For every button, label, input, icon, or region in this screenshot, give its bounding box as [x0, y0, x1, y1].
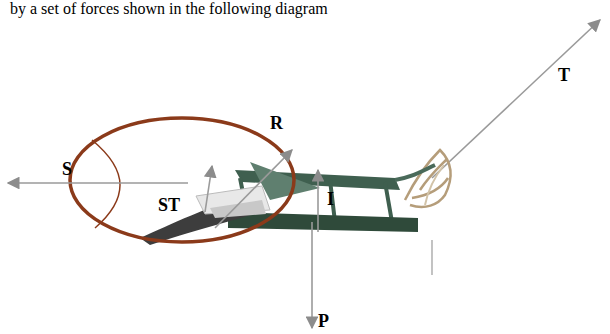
force-label: P [318, 312, 329, 330]
intro-text: by a set of forces shown in the followin… [10, 1, 328, 17]
force-label: I [327, 190, 334, 208]
force-label: R [270, 114, 283, 132]
force-label: ST [158, 196, 180, 214]
force-label: S [62, 160, 72, 178]
force-label: T [558, 66, 570, 84]
